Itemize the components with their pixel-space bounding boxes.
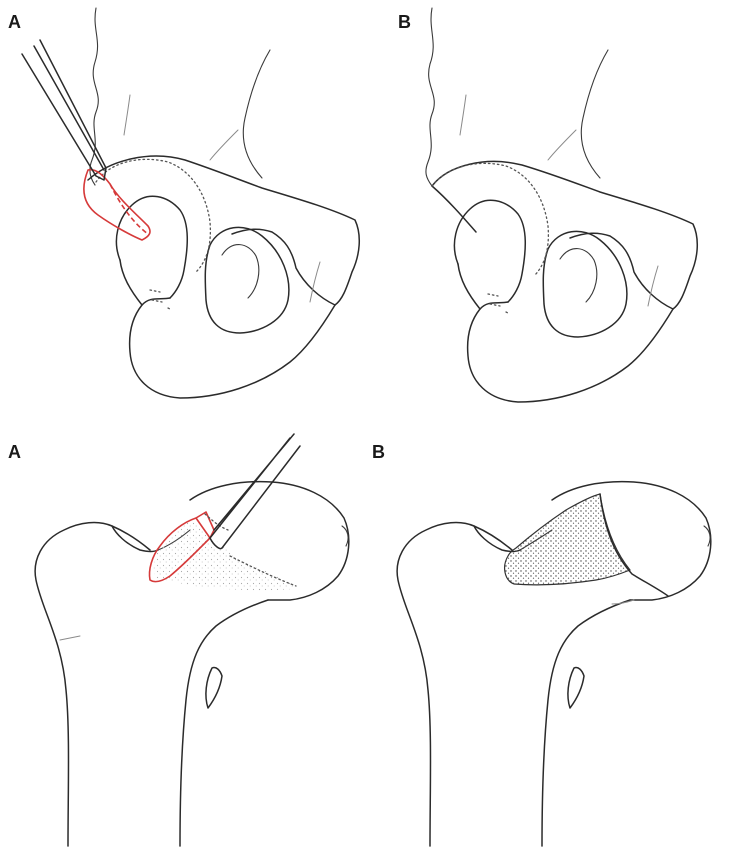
femoral-head-dotted-b	[432, 163, 548, 276]
panel-label-b-bottom: B	[372, 442, 385, 462]
burr-instrument	[210, 434, 300, 548]
femur-lateral-outline	[35, 523, 150, 846]
fossa-inner	[222, 245, 259, 298]
resection-outline	[84, 170, 150, 240]
fossa-inner-b	[560, 249, 597, 302]
upper-wavy-contour-b	[426, 8, 434, 186]
pubic-faint-line-b	[648, 266, 658, 306]
ilium-contour	[243, 50, 270, 178]
obturator-foramen-b	[543, 231, 627, 337]
panel-top-right: B	[398, 8, 697, 402]
lesser-trochanter-b	[568, 667, 584, 708]
panel-bottom-right: B	[372, 442, 711, 846]
lesser-trochanter	[206, 667, 222, 708]
ischium-spine	[120, 260, 170, 305]
ilium-faint-line	[124, 95, 238, 160]
pubic-faint-line	[310, 262, 320, 302]
femur-medial-outline	[180, 600, 268, 846]
femoral-head-dotted	[96, 159, 210, 272]
ischial-stipple-b	[488, 294, 510, 314]
pubis-lower-b	[468, 309, 673, 402]
femur-medial-outline-b	[542, 600, 630, 846]
osteotome-instrument	[22, 40, 106, 180]
ischium-spine-b	[458, 264, 508, 309]
femur-lateral-outline-b	[397, 523, 512, 846]
panel-bottom-left: A	[8, 434, 349, 846]
panel-label-a-bottom: A	[8, 442, 21, 462]
shaft-faint-mark	[60, 636, 80, 640]
panel-label-a-top: A	[8, 12, 21, 32]
ilium-faint-line-b	[460, 95, 576, 160]
obturator-foramen	[205, 227, 289, 333]
ischial-stipple	[150, 290, 172, 310]
panel-label-b-top: B	[398, 12, 411, 32]
ilium-contour-b	[581, 50, 608, 178]
pelvis-outline-b	[432, 162, 697, 309]
panel-top-left: A	[8, 8, 359, 398]
pubis-lower	[130, 305, 335, 398]
